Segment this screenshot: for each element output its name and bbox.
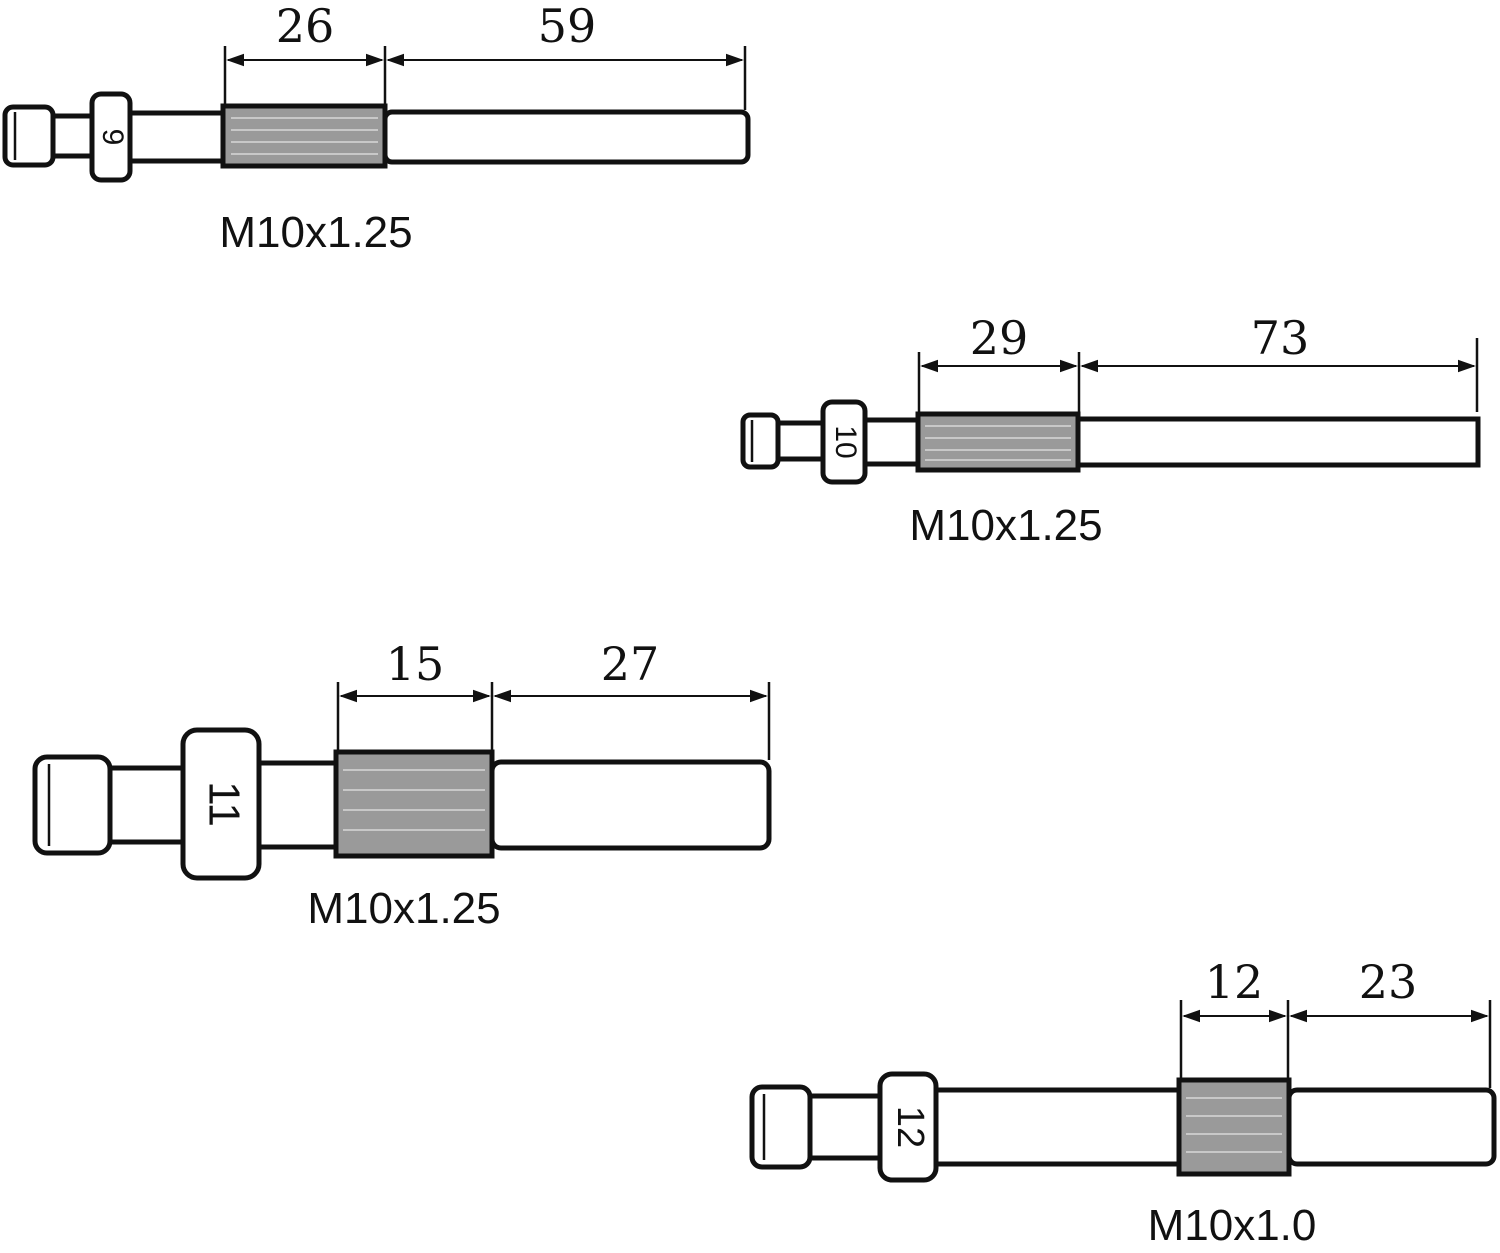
quick-coupler-plug bbox=[2, 104, 98, 168]
shaft-length-label: 59 bbox=[538, 0, 597, 53]
thread-length-label: 15 bbox=[386, 637, 445, 691]
hex-size-label: 10 bbox=[829, 425, 862, 458]
threaded-section bbox=[220, 103, 388, 169]
hex-nut: 12 bbox=[877, 1071, 939, 1183]
adapter-4: 12 12 23 M10x1.0 bbox=[749, 955, 1497, 1250]
thread-spec-label: M10x1.0 bbox=[1148, 1201, 1317, 1250]
threaded-section bbox=[333, 749, 495, 859]
quick-coupler-plug bbox=[749, 1084, 885, 1170]
adapter-3: 11 15 27 M10x1.25 bbox=[32, 637, 772, 933]
shank bbox=[256, 760, 340, 850]
shaft bbox=[1286, 1087, 1497, 1167]
shank bbox=[862, 417, 922, 467]
hex-size-label: 12 bbox=[889, 1106, 931, 1148]
hex-nut: 10 bbox=[820, 399, 868, 485]
thread-spec-label: M10x1.25 bbox=[219, 208, 412, 257]
thread-spec-label: M10x1.25 bbox=[909, 501, 1102, 550]
thread-spec-label: M10x1.25 bbox=[307, 884, 500, 933]
adapter-1: 9 26 59 M10x1.25 bbox=[2, 0, 751, 257]
shaft bbox=[1075, 416, 1481, 468]
shaft bbox=[489, 759, 772, 851]
thread-length-label: 26 bbox=[276, 0, 335, 53]
quick-coupler-plug bbox=[740, 412, 827, 470]
hex-nut: 11 bbox=[180, 727, 262, 881]
hex-size-label: 11 bbox=[199, 781, 248, 827]
shaft-length-label: 23 bbox=[1359, 955, 1418, 1009]
shaft-length-label: 73 bbox=[1251, 311, 1310, 365]
quick-coupler-plug bbox=[32, 754, 188, 856]
threaded-section bbox=[915, 411, 1081, 473]
threaded-section bbox=[1176, 1077, 1292, 1177]
hex-size-label: 9 bbox=[96, 129, 129, 146]
shaft bbox=[382, 109, 751, 165]
shaft-length-label: 27 bbox=[601, 637, 660, 691]
thread-length-label: 29 bbox=[970, 311, 1029, 365]
thread-length-label: 12 bbox=[1205, 955, 1264, 1009]
hex-nut: 9 bbox=[89, 91, 133, 183]
adapter-2: 10 29 73 M10x1.25 bbox=[740, 311, 1481, 550]
shank bbox=[933, 1087, 1183, 1167]
shank bbox=[127, 110, 227, 164]
